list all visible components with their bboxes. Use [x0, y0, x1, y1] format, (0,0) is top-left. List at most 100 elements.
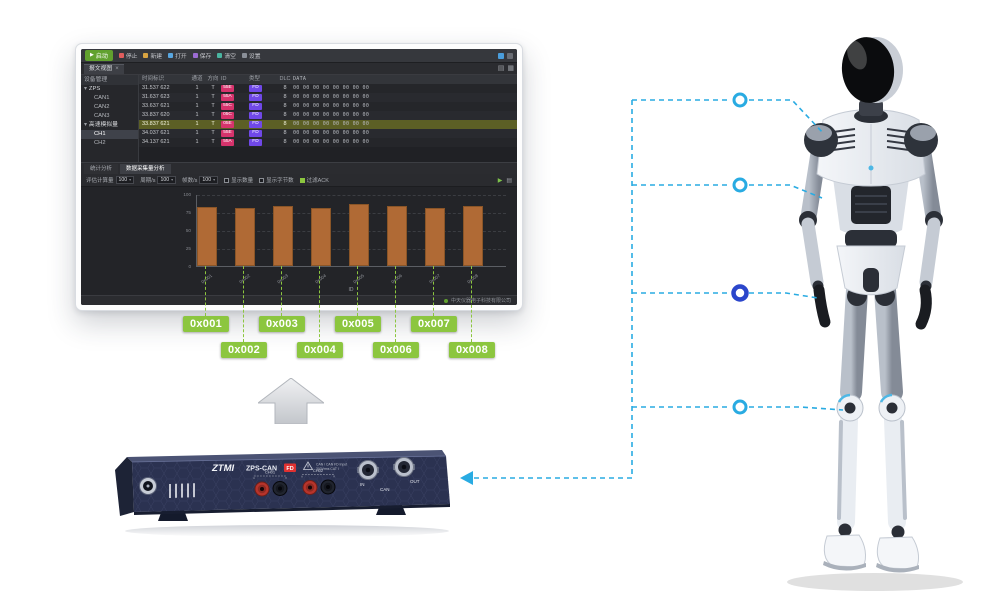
rows-panel-icon[interactable]: ▤ — [497, 65, 505, 72]
analysis-tab[interactable]: 统计分析 — [84, 164, 119, 174]
banana-jack-black-2[interactable] — [320, 479, 336, 495]
caret-down-icon: ▾ — [171, 177, 174, 182]
banana-jack-red-2[interactable] — [302, 480, 318, 495]
tree-item-can1[interactable]: CAN1 — [94, 95, 110, 101]
cell-channel: 1 — [195, 85, 199, 91]
chart-play-icon[interactable]: ▶ — [497, 177, 503, 184]
robot-feet — [823, 534, 920, 573]
cell-id: 05E — [221, 120, 249, 129]
field-label: 帧数/s — [182, 178, 198, 184]
option-label: 过滤ACK — [306, 178, 329, 184]
export-icon[interactable]: ▤ — [506, 177, 512, 184]
tree-group-analog[interactable]: ▾高速模拟量 — [81, 121, 138, 130]
checkbox-icon — [224, 177, 230, 183]
bnc-connector-in[interactable] — [357, 460, 379, 480]
port-label-can: CAN — [380, 487, 390, 492]
hex-label: 0x005 — [334, 316, 382, 332]
analysis-tab[interactable]: 数据采集量分析 — [120, 164, 171, 174]
tree-item-can3[interactable]: CAN3 — [94, 113, 110, 119]
humanoid-robot — [787, 37, 963, 591]
y-tick-label: 50 — [185, 228, 191, 233]
banana-jack-black-1[interactable] — [272, 481, 288, 496]
tree-item-can2[interactable]: CAN2 — [94, 104, 110, 110]
cell-dlc: 8 — [283, 112, 287, 118]
cell-time: 31.637 623 — [142, 94, 170, 100]
cell-channel: 1 — [195, 121, 199, 127]
column-header: 方向 — [207, 76, 219, 82]
toolbar-item-icon — [143, 53, 149, 58]
hex-leader-line — [395, 266, 396, 342]
cell-dlc: 8 — [283, 130, 287, 136]
chart-bar — [425, 208, 445, 266]
cell-data: 00 00 00 00 00 00 00 00 — [293, 139, 370, 145]
field-input[interactable]: 100▾ — [157, 176, 177, 184]
settings-icon[interactable] — [507, 52, 513, 59]
warning-text-1: CAN / CAN FD Input — [316, 463, 347, 467]
column-header: DATA — [293, 76, 307, 82]
toolbar-item[interactable]: 清空 — [217, 51, 236, 60]
cell-dlc: 8 — [283, 121, 287, 127]
message-view-tab[interactable]: 报文视图 × — [84, 63, 124, 74]
option-label: 显示字节数 — [266, 178, 294, 184]
id-badge: 55E — [221, 85, 234, 92]
id-badge: 55C — [221, 103, 234, 110]
power-connector[interactable] — [139, 477, 157, 495]
banana-jack-red-1[interactable] — [254, 481, 270, 497]
analysis-option[interactable]: 过滤ACK — [299, 176, 329, 184]
tree-item-ch2[interactable]: CH2 — [94, 140, 106, 146]
hex-label: 0x007 — [410, 316, 458, 332]
field-value: 100 — [202, 177, 212, 183]
robot-head — [841, 37, 903, 116]
status-dot — [443, 298, 448, 303]
close-tab-icon[interactable]: × — [115, 66, 119, 72]
field-input[interactable]: 100▾ — [115, 176, 135, 184]
toolbar-item[interactable]: 设置 — [241, 51, 261, 60]
cell-channel: 1 — [195, 139, 199, 145]
id-badge: 55A — [221, 139, 234, 146]
cell-id: 55A — [221, 138, 249, 147]
type-badge: FD — [249, 103, 262, 110]
type-badge: FD — [249, 85, 262, 92]
toolbar-item[interactable]: 打开 — [168, 51, 187, 60]
tree-group-label: 高速模拟量 — [88, 122, 118, 128]
model-text: ZPS-CAN — [246, 466, 277, 473]
toolbar-item[interactable]: 停止 — [118, 51, 137, 60]
toolbar-item[interactable]: 新建 — [143, 51, 162, 60]
device-top-face — [127, 450, 446, 462]
toolbar-item[interactable]: 保存 — [192, 51, 211, 60]
bnc-connector-out[interactable] — [393, 457, 415, 477]
column-header: 时间标识 — [142, 76, 165, 82]
cell-type: FD — [249, 129, 277, 138]
tree-root-zps[interactable]: ▾ZPS — [81, 85, 138, 94]
start-button[interactable]: ▶启动 — [85, 50, 113, 61]
cell-time: 33.837 620 — [142, 112, 170, 118]
analysis-option[interactable]: 显示字节数 — [259, 176, 294, 184]
layout-icon[interactable] — [498, 52, 504, 59]
grid-panel-icon[interactable]: ▦ — [507, 65, 514, 72]
toolbar-item-icon — [118, 53, 124, 58]
connector-node-3 — [731, 284, 749, 302]
toolbar-item-label: 打开 — [175, 54, 187, 60]
connector-node-1 — [732, 92, 748, 108]
column-header: ID — [221, 76, 227, 82]
hex-label: 0x002 — [220, 342, 268, 358]
tree-item-ch1[interactable]: CH1 — [81, 130, 138, 139]
cell-dlc: 8 — [283, 94, 287, 100]
cell-time: 34.137 621 — [142, 139, 170, 145]
field-input[interactable]: 100▾ — [199, 176, 219, 184]
cell-data: 00 00 00 00 00 00 00 00 — [293, 85, 370, 91]
analysis-option[interactable]: 显示数量 — [224, 176, 253, 184]
